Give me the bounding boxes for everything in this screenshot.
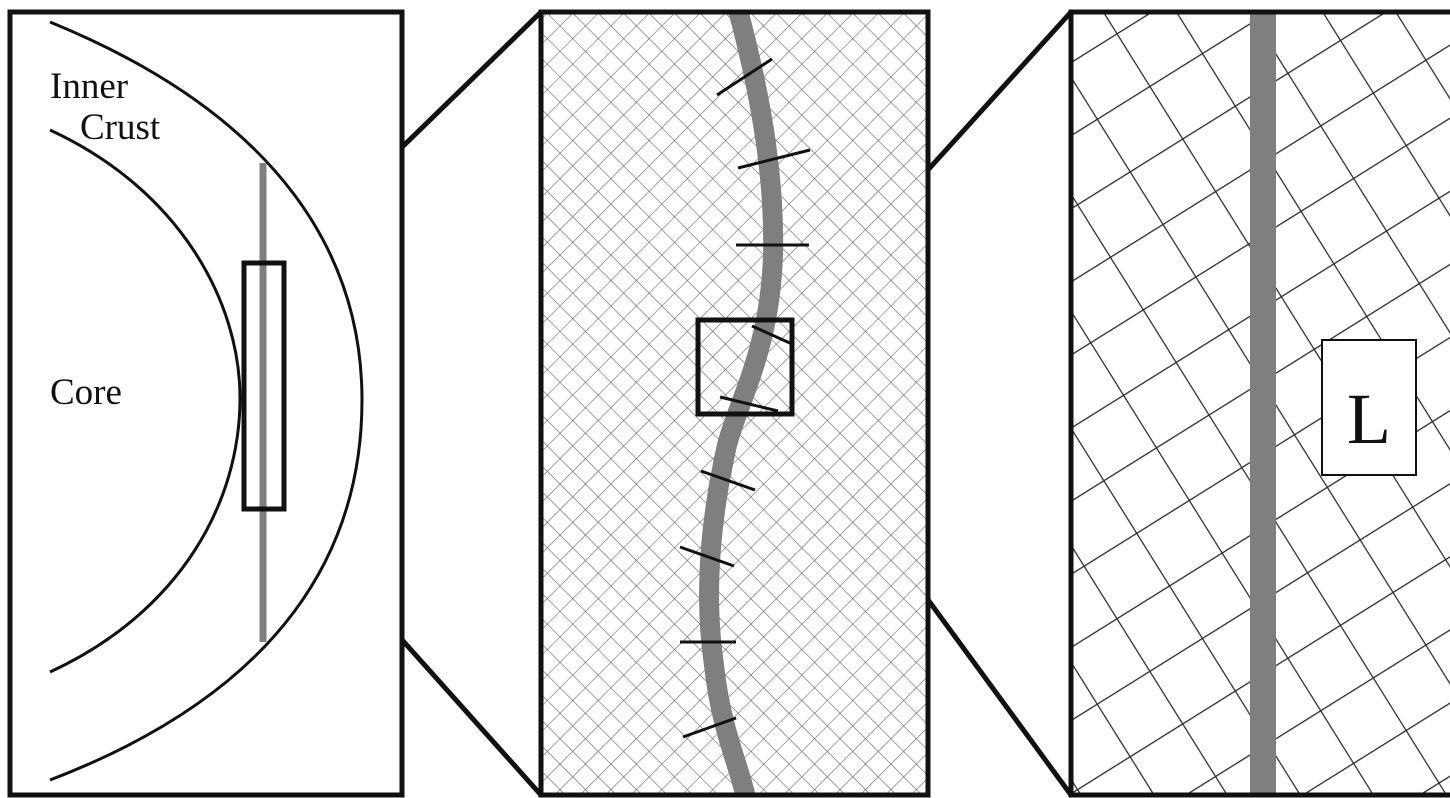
crust-label: Crust xyxy=(80,107,161,148)
inner-label: Inner xyxy=(50,66,128,107)
flux-tube-zoom-panel xyxy=(541,10,928,798)
star-overview-panel: Inner Crust Core xyxy=(10,12,402,795)
length-label: L xyxy=(1347,379,1391,459)
lattice-detail-panel: L xyxy=(1071,12,1450,795)
core-label: Core xyxy=(50,372,122,413)
